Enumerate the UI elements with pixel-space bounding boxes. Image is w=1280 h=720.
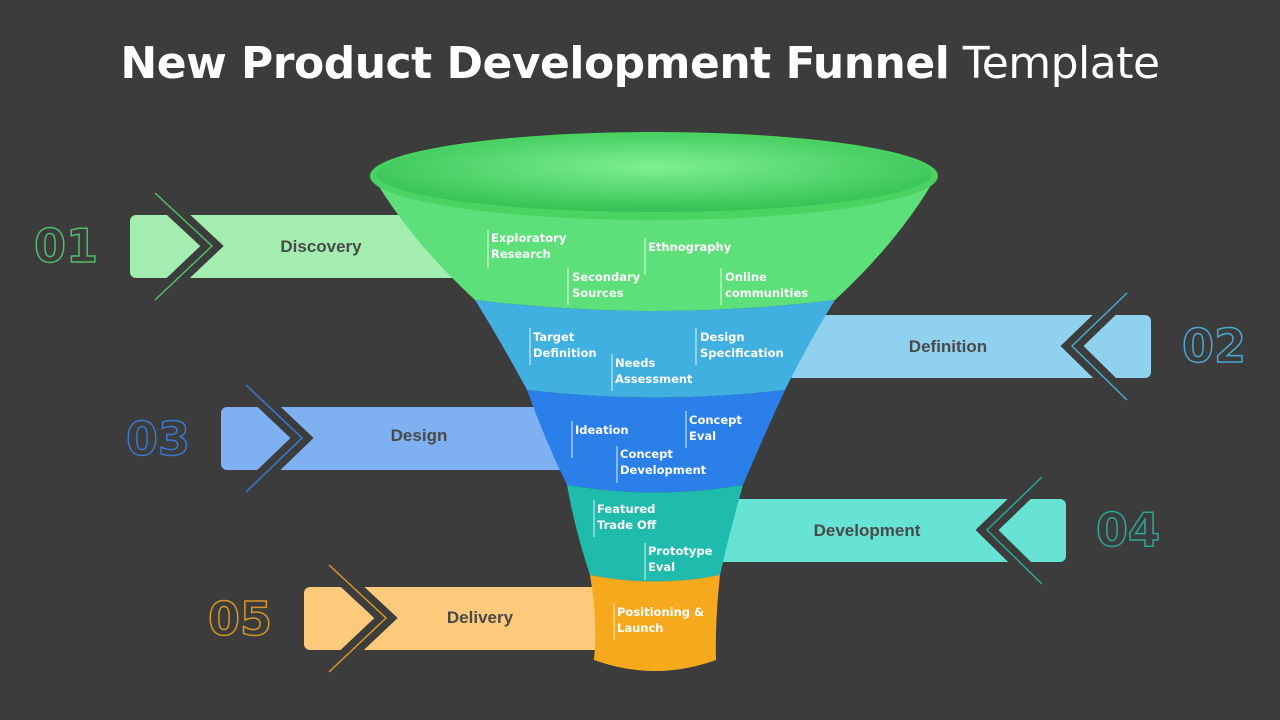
delivery-chevron-outline xyxy=(328,564,388,673)
discovery-bar xyxy=(130,215,480,278)
stage-bar-definition: Definition 02 xyxy=(780,287,1247,406)
funnel-segment-development xyxy=(567,485,743,582)
stage-number-03: 03 xyxy=(126,412,190,466)
design-chevron-outline xyxy=(245,384,304,493)
stage-label-discovery: Discovery xyxy=(280,237,362,256)
funnel-segment-delivery xyxy=(590,575,720,671)
design-bar xyxy=(221,407,571,470)
funnel-rim-inner xyxy=(376,136,932,212)
title-light: Template xyxy=(962,38,1160,89)
funnel-segment-design xyxy=(527,390,785,493)
item-positioning-launch: Positioning &Launch xyxy=(617,605,704,635)
stage-bar-design: Design 03 xyxy=(125,379,571,498)
item-ethnography: Ethnography xyxy=(648,240,732,254)
funnel-segment-definition xyxy=(475,300,835,398)
page-title: New Product Development Funnel Template xyxy=(0,38,1280,89)
development-bar xyxy=(710,499,1066,562)
stage-number-02: 02 xyxy=(1182,319,1246,373)
stage-number-05: 05 xyxy=(208,592,272,646)
items-delivery: Positioning &Launch xyxy=(617,605,704,635)
stage-number-04: 04 xyxy=(1096,503,1160,557)
stage-label-development: Development xyxy=(814,521,921,540)
item-ideation: Ideation xyxy=(575,423,629,437)
title-bold: New Product Development Funnel xyxy=(120,38,950,89)
discovery-chevron-outline xyxy=(154,192,214,301)
stage-bar-development: Development 04 xyxy=(710,471,1161,590)
stage-number-01: 01 xyxy=(34,219,98,273)
development-chevron-outline xyxy=(985,476,1043,585)
stage-label-delivery: Delivery xyxy=(447,608,514,627)
definition-bar xyxy=(780,315,1151,378)
stage-label-design: Design xyxy=(391,426,448,445)
item-leader-lines xyxy=(487,230,722,640)
stage-bar-discovery: Discovery 01 xyxy=(33,187,480,306)
stage-label-definition: Definition xyxy=(909,337,987,356)
stage-bar-delivery: Delivery 05 xyxy=(207,559,604,678)
definition-chevron-outline xyxy=(1070,292,1128,401)
